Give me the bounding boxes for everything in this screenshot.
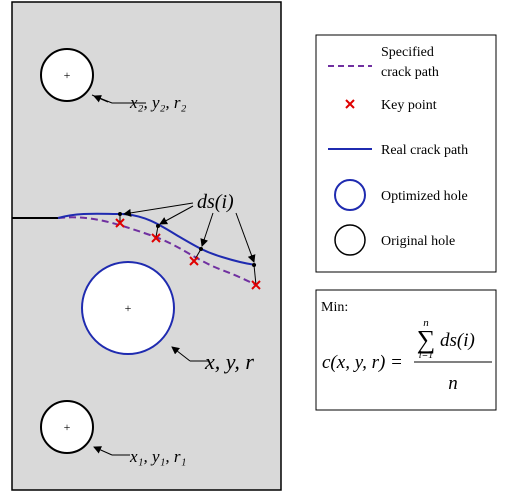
top-hole-center-mark: + (64, 68, 71, 82)
optimized-hole-label: x, y, r (204, 349, 254, 374)
key-point-2 (151, 233, 161, 243)
optimized-hole-arrow (171, 346, 191, 362)
legend-specified-label-1: Specified (381, 45, 434, 60)
distance-segment-4 (253, 264, 257, 286)
distance-arrow-4 (235, 212, 256, 263)
real-point-1 (118, 212, 122, 216)
bottom-original-hole (40, 400, 94, 454)
legend-black-circle-icon (334, 224, 366, 256)
real-point-3 (199, 247, 203, 251)
real-path-points (118, 212, 256, 267)
bottom-hole-center-mark: + (64, 420, 71, 434)
formula-panel: Min: c(x, y, r) = n ∑ i=1 ds(i) n (315, 289, 497, 411)
optimized-hole-center-mark: + (125, 301, 132, 315)
distance-arrows (123, 202, 256, 263)
key-point-3 (189, 256, 199, 266)
legend-blue-circle-icon (334, 179, 366, 211)
distance-arrow-1 (123, 202, 194, 217)
specimen-panel: + x₂, y₂, r₂ + x, y, r + x₁, y₁, r₁ (11, 1, 282, 491)
formula-sum-lower: i=1 (419, 350, 434, 361)
legend-real-path-label: Real crack path (381, 143, 468, 158)
distance-arrow-2 (159, 205, 194, 225)
formula-sum-upper: n (423, 317, 429, 329)
top-original-hole (40, 48, 94, 102)
formula-sum-symbol: ∑ (417, 325, 436, 354)
bottom-hole-arrow (93, 446, 113, 456)
formula-denominator: n (448, 373, 458, 394)
distance-arrow-3 (200, 212, 214, 247)
real-point-2 (156, 224, 160, 228)
legend-specified-label-2: crack path (381, 65, 439, 80)
specified-crack-path (57, 216, 257, 286)
distance-label: ds(i) (197, 191, 234, 213)
legend-panel: Specified crack path Key point Real crac… (315, 34, 497, 273)
formula-lhs: c(x, y, r) = (322, 352, 403, 373)
formula-box (315, 289, 497, 411)
key-points (115, 218, 261, 290)
optimized-hole (81, 261, 175, 355)
key-point-1 (115, 218, 125, 228)
key-point-4 (251, 280, 261, 290)
formula-title: Min: (321, 300, 348, 315)
legend-original-hole-label: Original hole (381, 234, 455, 249)
top-hole-label: x₂, y₂, r₂ (129, 93, 187, 112)
real-crack-path (57, 212, 257, 266)
legend-key-point-label: Key point (381, 98, 437, 113)
top-hole-arrow (93, 95, 109, 103)
formula-summand: ds(i) (440, 330, 475, 351)
bottom-hole-label: x₁, y₁, r₁ (129, 447, 186, 466)
legend-optimized-hole-label: Optimized hole (381, 189, 468, 204)
real-point-4 (252, 263, 256, 267)
legend-red-cross-icon (345, 99, 355, 109)
